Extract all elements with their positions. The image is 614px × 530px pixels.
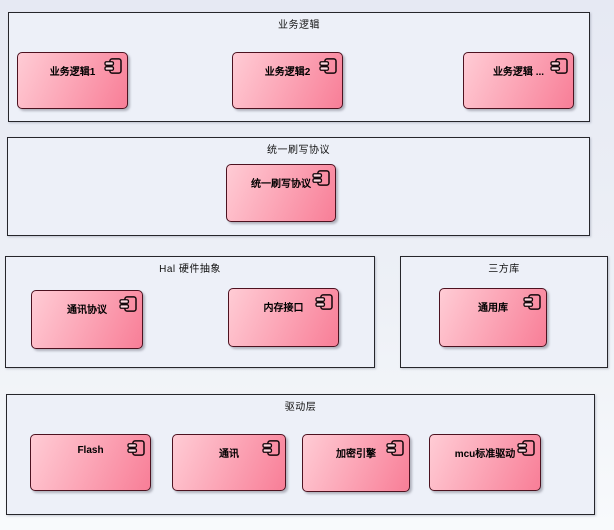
component-label: 通讯 (219, 449, 239, 460)
uml-component-icon (119, 296, 137, 312)
component-crypto-engine[interactable]: 加密引擎 (302, 434, 410, 492)
component-business-logic-1[interactable]: 业务逻辑1 (17, 52, 128, 109)
component-mcu-standard-driver[interactable]: mcu标准驱动 (429, 434, 541, 491)
container-unified-flash-protocol[interactable]: 统一刷写协议统一刷写协议 (7, 137, 590, 236)
uml-component-icon (104, 58, 122, 74)
container-driver-layer[interactable]: 驱动层 Flash 通讯 加密引擎 mcu标准驱动 (6, 394, 595, 515)
component-label: 业务逻辑1 (49, 67, 96, 78)
component-unified-flash-protocol[interactable]: 统一刷写协议 (226, 164, 336, 222)
component-comm-protocol[interactable]: 通讯协议 (31, 290, 143, 349)
uml-component-icon (127, 440, 145, 456)
component-label: 加密引擎 (336, 449, 376, 460)
uml-component-icon (550, 58, 568, 74)
component-label: 业务逻辑2 (264, 67, 311, 78)
component-label: 通讯协议 (67, 305, 107, 316)
container-hal-hardware-abstraction[interactable]: Hal 硬件抽象通讯协议 内存接口 (5, 256, 375, 368)
component-label: Flash (77, 445, 104, 456)
container-business-logic[interactable]: 业务逻辑业务逻辑1 业务逻辑2 业务逻辑 ... (8, 12, 590, 122)
component-label: mcu标准驱动 (454, 449, 516, 460)
component-memory-interface[interactable]: 内存接口 (228, 288, 339, 347)
component-flash[interactable]: Flash (30, 434, 151, 491)
container-title-business-logic: 业务逻辑 (278, 20, 320, 31)
component-label: 统一刷写协议 (251, 179, 311, 190)
container-title-driver-layer: 驱动层 (284, 402, 317, 413)
container-title-third-party-lib: 三方库 (488, 264, 520, 275)
uml-component-icon (523, 294, 541, 310)
uml-component-icon (262, 440, 280, 456)
component-label: 内存接口 (263, 303, 304, 314)
component-comm[interactable]: 通讯 (172, 434, 286, 491)
component-label: 业务逻辑 ... (492, 67, 545, 78)
uml-component-icon (312, 170, 330, 186)
uml-component-icon (517, 440, 535, 456)
uml-component-icon (319, 58, 337, 74)
uml-component-icon (386, 440, 404, 456)
component-label: 通用库 (478, 303, 508, 314)
container-title-hal-hardware-abstraction: Hal 硬件抽象 (159, 264, 221, 275)
component-common-lib[interactable]: 通用库 (439, 288, 547, 347)
container-title-unified-flash-protocol: 统一刷写协议 (267, 145, 330, 156)
component-business-logic-2[interactable]: 业务逻辑2 (232, 52, 343, 109)
uml-component-icon (315, 294, 333, 310)
container-third-party-lib[interactable]: 三方库通用库 (400, 256, 608, 368)
component-business-logic-more[interactable]: 业务逻辑 ... (463, 52, 574, 109)
